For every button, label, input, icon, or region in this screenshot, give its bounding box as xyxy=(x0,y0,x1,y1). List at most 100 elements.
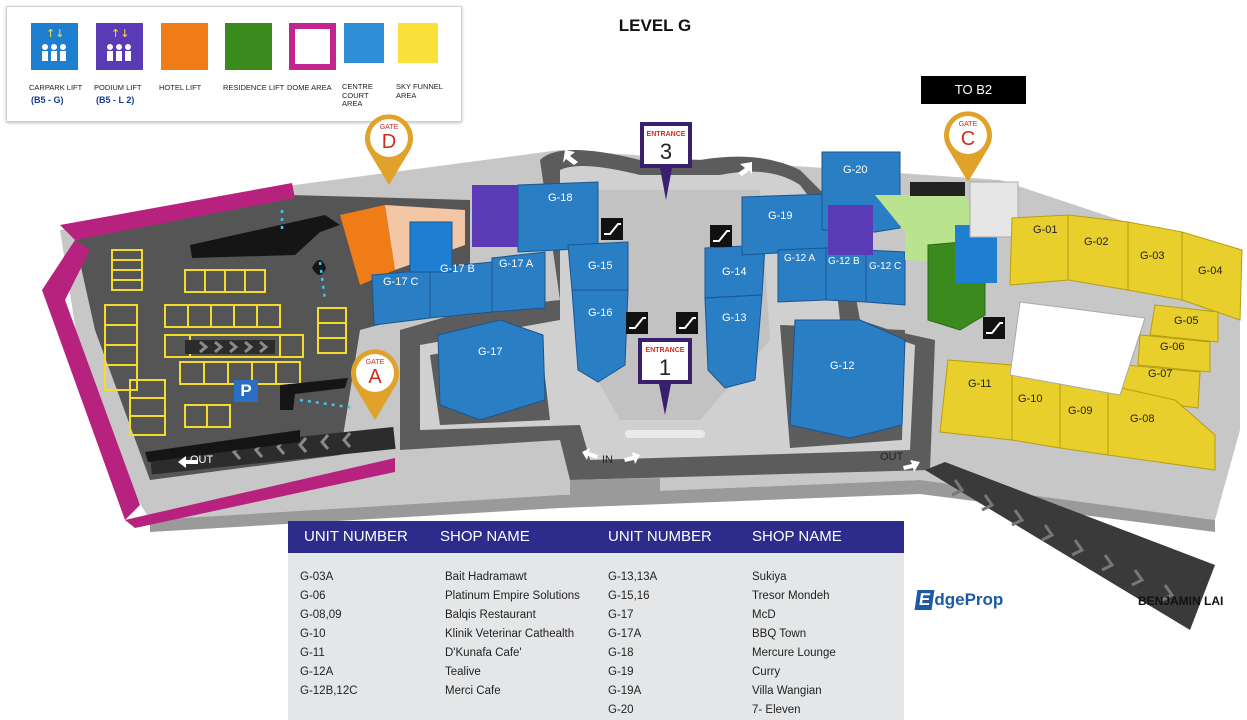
escalator-icon xyxy=(626,312,648,334)
table-cell: G-15,16 xyxy=(608,590,650,602)
unit-label-g09[interactable]: G-09 xyxy=(1068,405,1093,417)
ramp-chevrons xyxy=(149,340,396,475)
col1-shops: Bait Hadramawt Platinum Empire Solutions… xyxy=(445,568,580,701)
unit-label-g02[interactable]: G-02 xyxy=(1084,236,1109,248)
table-cell: McD xyxy=(752,609,776,621)
carpark-lift-icon: ↑↓ xyxy=(31,23,78,70)
table-cell: G-03A xyxy=(300,571,334,583)
header-unit-number-1: UNIT NUMBER xyxy=(304,528,408,545)
table-cell: G-19A xyxy=(608,685,642,697)
unit-label-g20[interactable]: G-20 xyxy=(843,164,868,176)
dome-wall-left xyxy=(42,240,140,520)
gate-c-word: GATE xyxy=(958,121,978,128)
unit-label-g06[interactable]: G-06 xyxy=(1160,341,1185,353)
entrance-1-word: ENTRANCE xyxy=(645,347,685,354)
table-cell: G-18 xyxy=(608,647,634,659)
unit-label-g03[interactable]: G-03 xyxy=(1140,250,1165,262)
table-cell: G-06 xyxy=(300,590,326,602)
arrow-icon xyxy=(624,452,640,464)
legend-sub: (B5 - G) xyxy=(31,94,64,105)
unit-label-g14[interactable]: G-14 xyxy=(722,266,747,278)
col2-shops: Sukiya Tresor Mondeh McD BBQ Town Mercur… xyxy=(752,568,836,720)
col2-units: G-13,13A G-15,16 G-17 G-17A G-18 G-19 G-… xyxy=(608,568,657,720)
col1-units: G-03A G-06 G-08,09 G-10 G-11 G-12A G-12B… xyxy=(300,568,358,701)
table-cell: G-17 xyxy=(608,609,634,621)
unit-label-g07[interactable]: G-07 xyxy=(1148,368,1173,380)
photo-credit: BENJAMIN LAI xyxy=(1138,594,1224,608)
table-cell: Sukiya xyxy=(752,571,787,583)
legend-centre-court: CENTRE COURT AREA xyxy=(340,23,404,109)
arrow-icon xyxy=(582,448,598,460)
entrance-3-number: 3 xyxy=(659,139,673,164)
level-title: LEVEL G xyxy=(618,16,692,35)
header-unit-number-2: UNIT NUMBER xyxy=(608,528,712,545)
table-cell: Balqis Restaurant xyxy=(445,609,536,621)
table-cell: G-17A xyxy=(608,628,642,640)
legend-hotel-lift: HOTEL LIFT xyxy=(157,23,221,93)
gate-d-word: GATE xyxy=(379,124,399,131)
table-cell: G-19 xyxy=(608,666,634,678)
unit-label-g01[interactable]: G-01 xyxy=(1033,224,1058,236)
unit-label-g17c[interactable]: G-17 C xyxy=(383,276,419,288)
legend-label: RESIDENCE LIFT xyxy=(223,83,285,92)
legend-sub: (B5 - L 2) xyxy=(96,94,135,105)
table-cell: G-13,13A xyxy=(608,571,658,583)
restroom-block xyxy=(969,181,1019,238)
unit-label-g15[interactable]: G-15 xyxy=(588,260,613,272)
unit-label-g12c[interactable]: G-12 C xyxy=(869,261,902,272)
legend-sky-funnel: SKY FUNNEL AREA xyxy=(394,23,458,100)
dome-wall-bottom xyxy=(125,458,395,528)
unit-label-g04[interactable]: G-04 xyxy=(1198,265,1223,277)
unit-g08 xyxy=(1107,384,1216,471)
escalator-icon xyxy=(710,225,732,247)
unit-label-g12a[interactable]: G-12 A xyxy=(784,253,816,264)
unit-label-g17a[interactable]: G-17 A xyxy=(499,258,534,270)
legend-label: CARPARK LIFT xyxy=(29,83,83,92)
unit-label-g11[interactable]: G-11 xyxy=(968,378,992,390)
entrance-1-number: 1 xyxy=(658,355,672,380)
table-cell: Bait Hadramawt xyxy=(445,571,527,583)
entrance-3-word: ENTRANCE xyxy=(646,131,686,138)
unit-g11 xyxy=(939,359,1013,441)
centre-court-swatch xyxy=(344,23,384,63)
road-out-right: OUT xyxy=(880,451,904,463)
unit-label-g08[interactable]: G-08 xyxy=(1130,413,1155,425)
residence-lift-block xyxy=(927,239,986,331)
gate-a-word: GATE xyxy=(365,359,385,366)
unit-label-g19[interactable]: G-19 xyxy=(768,210,793,222)
unit-label-g16[interactable]: G-16 xyxy=(588,307,613,319)
podium-lift-west xyxy=(472,185,518,247)
unit-label-g05[interactable]: G-05 xyxy=(1174,315,1199,327)
unit-label-g17[interactable]: G-17 xyxy=(478,346,503,358)
legend-label: DOME AREA xyxy=(287,83,332,92)
arrow-icon xyxy=(563,150,578,165)
unit-label-g13[interactable]: G-13 xyxy=(722,312,747,324)
legend-podium-lift: ↑↓ PODIUM LIFT (B5 - L 2) xyxy=(92,23,156,105)
unit-label-g10[interactable]: G-10 xyxy=(1018,393,1043,405)
unit-g19 xyxy=(741,193,831,256)
shop-directory-table: UNIT NUMBER SHOP NAME UNIT NUMBER SHOP N… xyxy=(288,521,904,720)
table-cell: Villa Wangian xyxy=(752,685,822,697)
unit-label-g17b[interactable]: G-17 B xyxy=(440,263,475,275)
to-b2-sign[interactable]: TO B2 xyxy=(921,76,1026,104)
table-cell: Mercure Lounge xyxy=(752,647,836,659)
header-shop-name-1: SHOP NAME xyxy=(440,528,530,545)
carpark-area xyxy=(75,195,470,480)
unit-label-g18[interactable]: G-18 xyxy=(548,192,573,204)
table-cell: Tresor Mondeh xyxy=(752,590,830,602)
arrow-icon xyxy=(738,162,752,176)
table-cell: 7- Eleven xyxy=(752,704,801,716)
header-shop-name-2: SHOP NAME xyxy=(752,528,842,545)
gate-c-letter: C xyxy=(960,128,976,150)
escalator-icon xyxy=(601,218,623,240)
table-cell: G-12A xyxy=(300,666,334,678)
table-cell: G-11 xyxy=(300,647,325,659)
table-cell: D'Kunafa Cafe' xyxy=(445,647,522,659)
podium-lift-icon: ↑↓ xyxy=(96,23,143,70)
unit-label-g12[interactable]: G-12 xyxy=(830,360,855,372)
unit-g12c xyxy=(865,249,906,306)
unit-label-g12b[interactable]: G-12 B xyxy=(828,256,860,267)
table-cell: Platinum Empire Solutions xyxy=(445,590,580,602)
dome-area-swatch xyxy=(289,23,336,70)
road-out-left: OUT xyxy=(190,454,214,466)
